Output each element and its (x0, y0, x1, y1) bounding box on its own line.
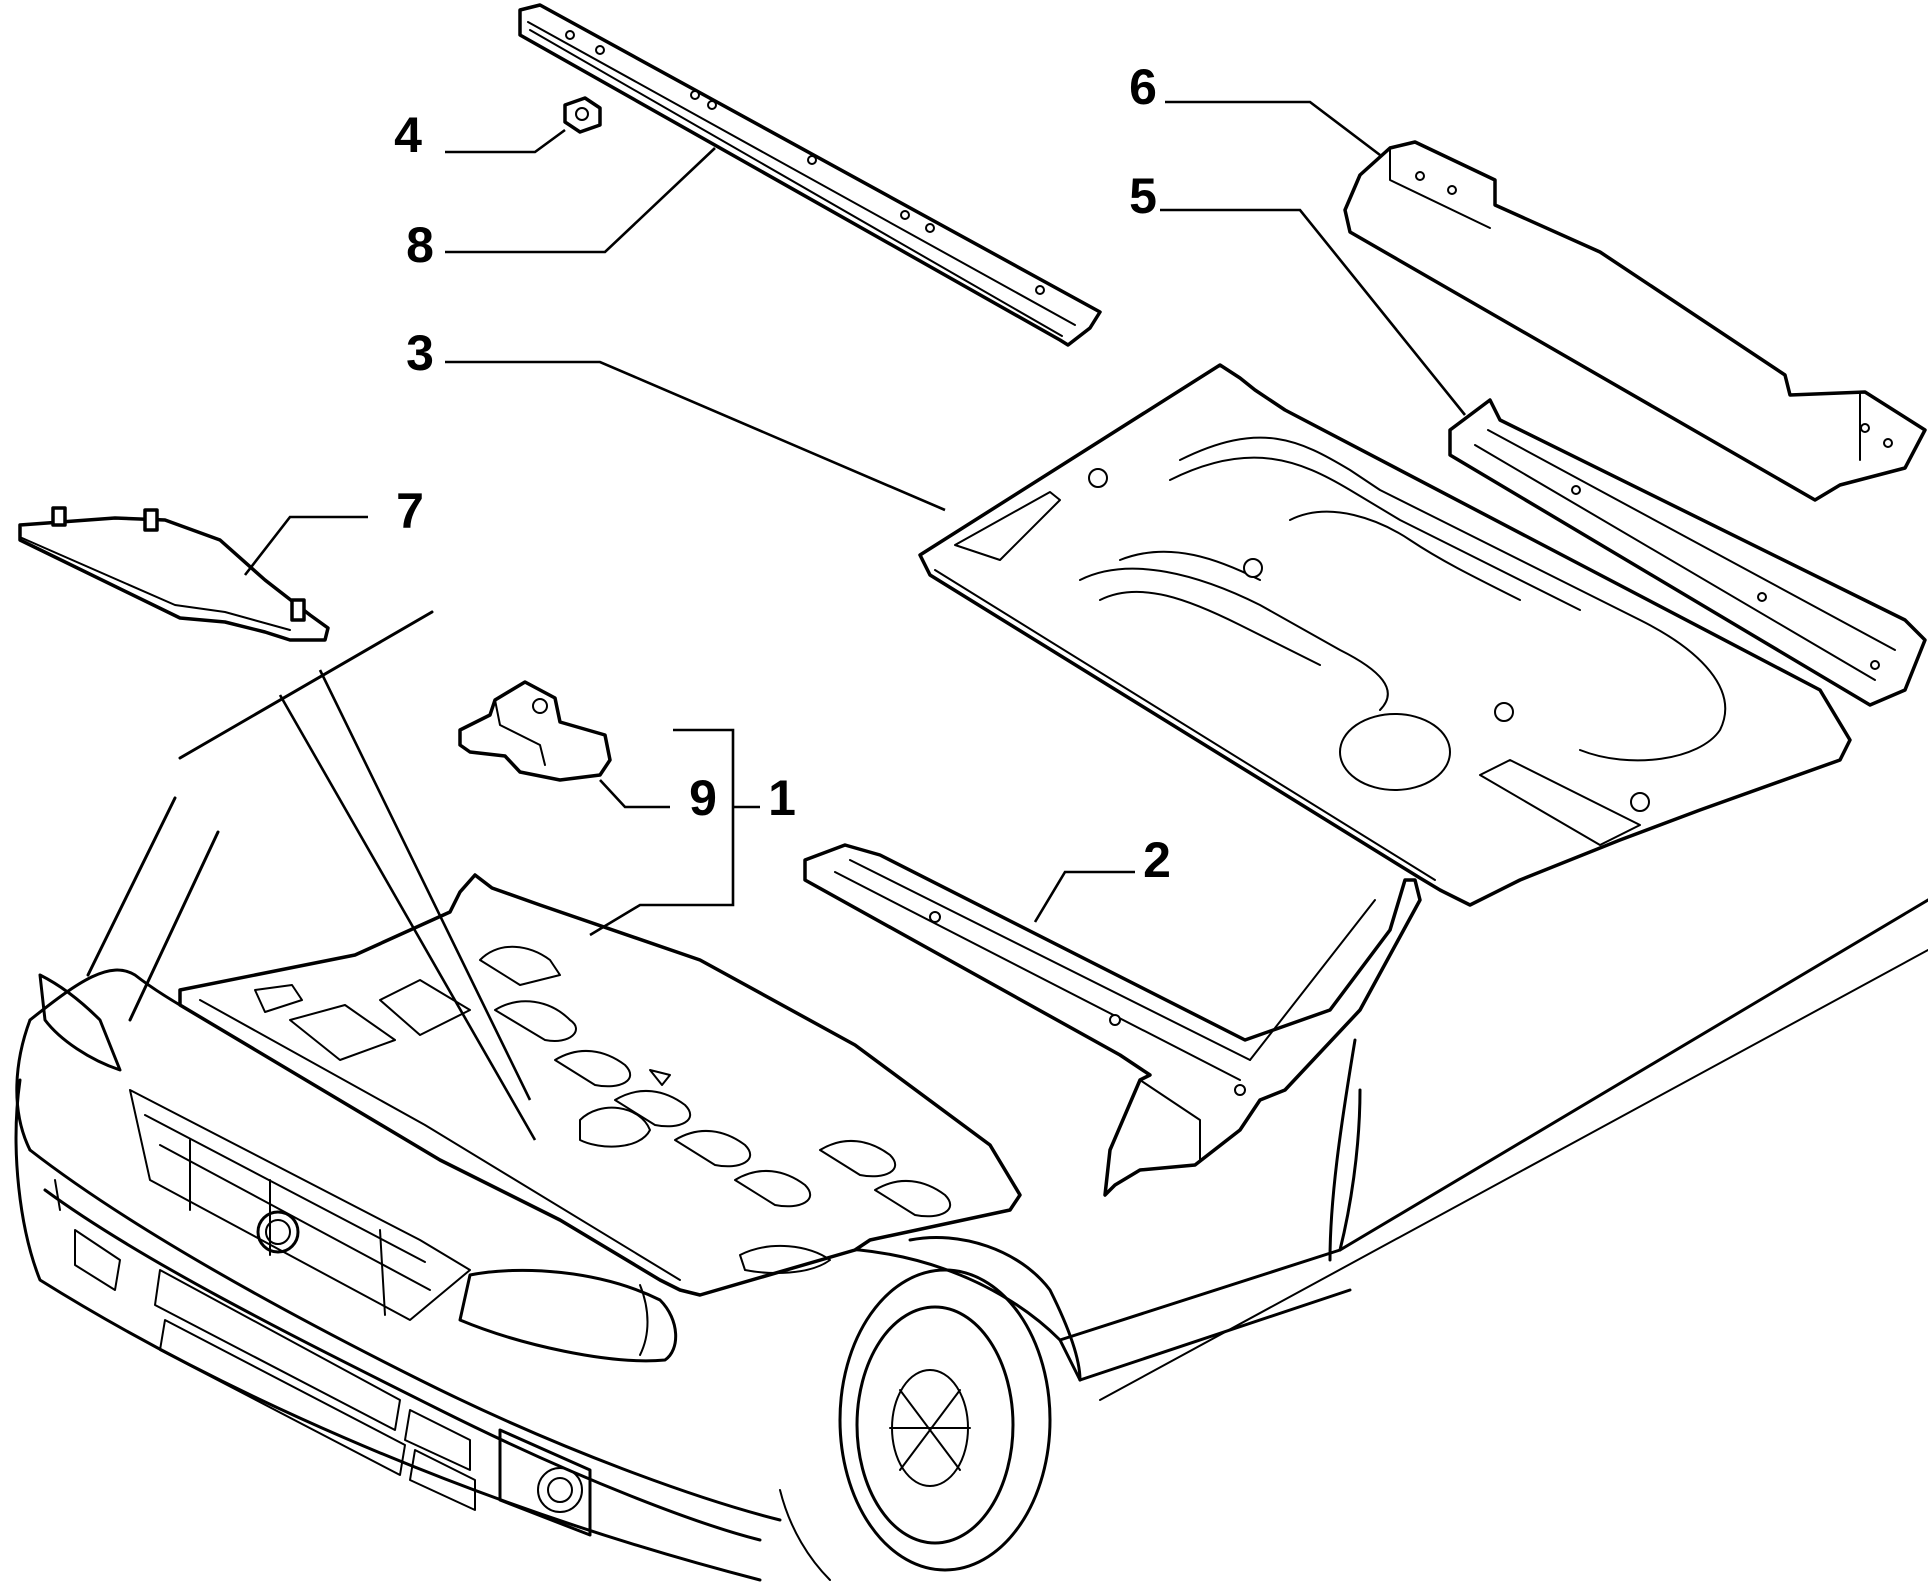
callout-9: 9 (689, 770, 717, 826)
part-3-rear-floor (918, 363, 1852, 907)
callout-8: 8 (406, 217, 434, 273)
callout-5: 5 (1129, 168, 1157, 224)
part-9-bracket (458, 680, 612, 782)
part-4-nut (563, 96, 602, 134)
part-7-bracket (18, 506, 330, 642)
callout-1: 1 (768, 770, 796, 826)
callout-6: 6 (1129, 59, 1157, 115)
callout-2: 2 (1143, 832, 1171, 888)
part-2-tunnel (803, 843, 1422, 1197)
part-8-crossmember (518, 3, 1102, 347)
part-6-rail (1343, 140, 1927, 502)
callouts: 4 8 3 6 5 7 9 1 2 (394, 59, 1171, 888)
part-5-rail (1448, 398, 1927, 707)
callout-7: 7 (396, 483, 424, 539)
leader-lines (243, 100, 1467, 1141)
part-1-front-floor (178, 873, 1022, 1297)
car-body-outline (14, 610, 1928, 1582)
callout-4: 4 (394, 107, 422, 163)
callout-3: 3 (406, 325, 434, 381)
